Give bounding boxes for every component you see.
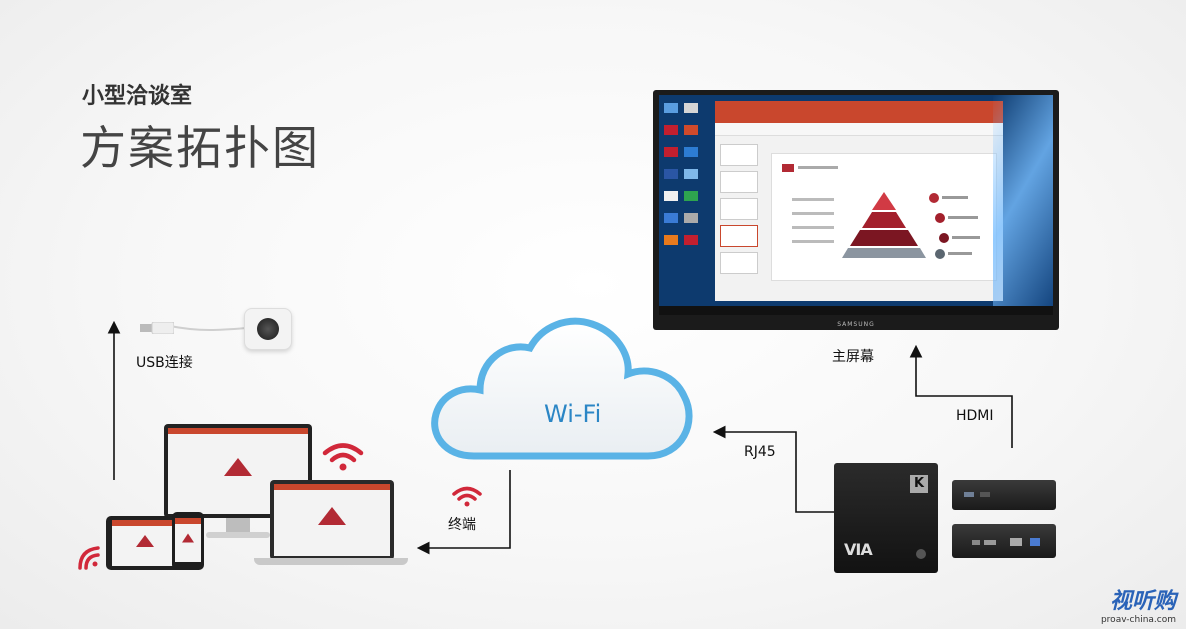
hdmi-label: HDMI xyxy=(956,408,994,424)
usb-label: USB连接 xyxy=(136,355,193,371)
puck-button-icon xyxy=(257,318,279,340)
laptop-base xyxy=(254,558,408,565)
wifi-signal-corner-icon xyxy=(78,546,100,570)
terminal-line xyxy=(416,470,511,555)
watermark: 视听购 proav-china.com xyxy=(1101,583,1176,625)
rj45-label: RJ45 xyxy=(744,444,776,460)
subtitle: 小型洽谈室 xyxy=(82,84,193,109)
watermark-name: 视听购 xyxy=(1109,589,1176,614)
via-logo: VIA xyxy=(844,540,873,559)
kramer-logo-icon: K xyxy=(910,475,928,493)
main-screen-label: 主屏幕 xyxy=(832,349,874,365)
wireless-button-puck xyxy=(244,308,292,350)
mini-pc-front xyxy=(952,480,1056,510)
monitor-stand xyxy=(226,518,250,534)
usb-cable xyxy=(169,325,247,331)
power-button-icon xyxy=(916,549,926,559)
hdmi-line xyxy=(909,344,1013,448)
wifi-label: Wi-Fi xyxy=(544,400,602,428)
main-display-tv: SAMSUNG xyxy=(653,90,1059,330)
slide-thumbnails xyxy=(718,139,760,289)
terminal-label: 终端 xyxy=(448,517,476,533)
mini-pc-rear xyxy=(952,524,1056,558)
tv-brand: SAMSUNG xyxy=(837,321,875,328)
current-slide xyxy=(771,153,997,281)
page-title: 方案拓扑图 xyxy=(80,121,320,175)
wifi-signal-icon xyxy=(322,443,364,471)
monitor-base xyxy=(206,532,270,538)
laptop xyxy=(270,480,394,560)
slide-pyramid-graphic xyxy=(782,164,980,259)
rj45-line xyxy=(712,425,834,513)
tv-screen xyxy=(659,95,1053,315)
windows-wallpaper-glow xyxy=(993,95,1053,315)
usb-stick-icon xyxy=(140,322,174,334)
wifi-signal-small-icon xyxy=(452,486,482,507)
desktop-icons xyxy=(661,99,707,299)
taskbar xyxy=(659,306,1053,315)
via-collaboration-box: K VIA xyxy=(834,463,938,573)
smartphone xyxy=(172,512,204,570)
cloud-icon xyxy=(431,317,693,460)
watermark-url: proav-china.com xyxy=(1100,615,1176,625)
tablet xyxy=(106,516,184,570)
powerpoint-window xyxy=(715,101,1003,301)
